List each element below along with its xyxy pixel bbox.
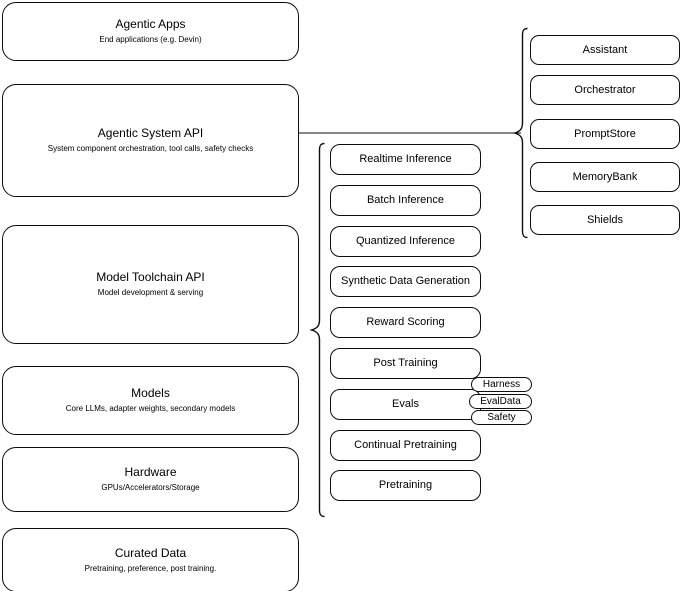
toolchain-item-post-training[interactable]: Post Training <box>330 348 481 379</box>
system-api-connector-line <box>299 128 521 138</box>
layer-subtitle: Core LLMs, adapter weights, secondary mo… <box>65 404 236 413</box>
system-component-label: Assistant <box>582 43 628 56</box>
eval-tag-label: EvalData <box>480 395 521 407</box>
layer-title: Curated Data <box>114 545 187 560</box>
layer-hardware[interactable]: Hardware GPUs/Accelerators/Storage <box>2 447 299 512</box>
system-component-label: PromptStore <box>574 127 636 140</box>
toolchain-item-evals[interactable]: Evals <box>330 389 481 420</box>
toolchain-item-synthetic-data-generation[interactable]: Synthetic Data Generation <box>330 266 481 297</box>
layer-subtitle: System component orchestration, tool cal… <box>47 144 254 153</box>
layer-model-toolchain-api[interactable]: Model Toolchain API Model development & … <box>2 225 299 344</box>
toolchain-item-label: Batch Inference <box>366 194 445 206</box>
layer-title: Model Toolchain API <box>96 270 205 284</box>
toolchain-item-continual-pretraining[interactable]: Continual Pretraining <box>330 430 481 461</box>
eval-tag-harness[interactable]: Harness <box>471 377 532 392</box>
toolchain-item-pretraining[interactable]: Pretraining <box>330 470 481 501</box>
layer-models[interactable]: Models Core LLMs, adapter weights, secon… <box>2 366 299 435</box>
system-component-assistant[interactable]: Assistant <box>530 35 680 65</box>
toolchain-item-label: Post Training <box>373 357 438 369</box>
system-component-label: Shields <box>586 213 624 226</box>
system-component-label: MemoryBank <box>572 170 638 183</box>
layer-subtitle: GPUs/Accelerators/Storage <box>101 483 200 492</box>
system-component-orchestrator[interactable]: Orchestrator <box>530 75 680 105</box>
eval-tag-evaldata[interactable]: EvalData <box>469 394 532 409</box>
toolchain-item-label: Quantized Inference <box>355 235 456 247</box>
system-components-group-brace <box>513 27 529 239</box>
toolchain-item-label: Evals <box>392 398 419 410</box>
toolchain-item-label: Pretraining <box>378 479 433 491</box>
eval-tag-label: Safety <box>487 411 516 423</box>
layer-agentic-system-api[interactable]: Agentic System API System component orch… <box>2 84 299 197</box>
layer-curated-data[interactable]: Curated Data Pretraining, preference, po… <box>2 528 299 591</box>
layer-subtitle: Pretraining, preference, post training. <box>84 563 217 573</box>
system-component-shields[interactable]: Shields <box>530 205 680 235</box>
system-component-promptstore[interactable]: PromptStore <box>530 119 680 149</box>
toolchain-item-realtime-inference[interactable]: Realtime Inference <box>330 144 481 175</box>
layer-subtitle: Model development & serving <box>97 288 204 297</box>
eval-tag-safety[interactable]: Safety <box>471 410 532 425</box>
layer-title: Models <box>131 386 170 400</box>
toolchain-item-reward-scoring[interactable]: Reward Scoring <box>330 307 481 338</box>
toolchain-item-label: Reward Scoring <box>366 316 445 328</box>
system-component-memorybank[interactable]: MemoryBank <box>530 162 680 192</box>
layer-subtitle: End applications (e.g. Devin) <box>99 35 202 44</box>
system-component-label: Orchestrator <box>574 83 636 96</box>
layer-title: Agentic Apps <box>115 17 186 31</box>
layer-title: Agentic System API <box>97 126 204 140</box>
toolchain-group-brace <box>310 142 326 518</box>
toolchain-item-label: Synthetic Data Generation <box>340 275 471 287</box>
toolchain-item-quantized-inference[interactable]: Quantized Inference <box>330 226 481 257</box>
toolchain-item-batch-inference[interactable]: Batch Inference <box>330 185 481 216</box>
layer-title: Hardware <box>124 465 177 479</box>
eval-tag-label: Harness <box>482 378 521 390</box>
toolchain-item-label: Continual Pretraining <box>354 439 457 451</box>
toolchain-item-label: Realtime Inference <box>359 153 452 165</box>
layer-agentic-apps[interactable]: Agentic Apps End applications (e.g. Devi… <box>2 2 299 61</box>
